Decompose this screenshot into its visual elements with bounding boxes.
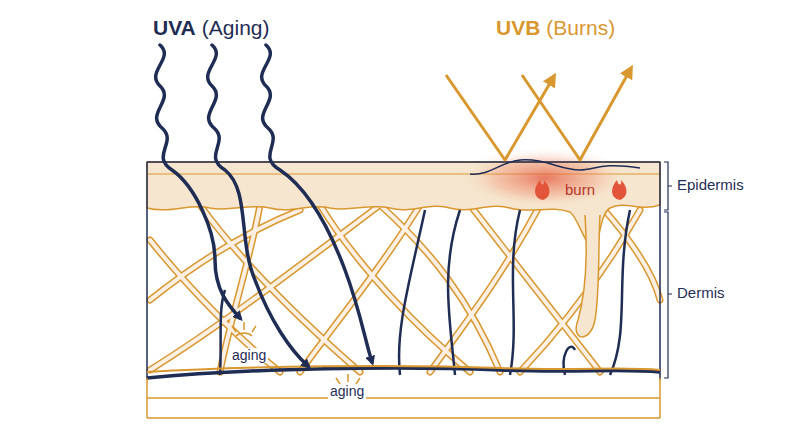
- ray-title: UVA: [153, 16, 196, 39]
- ray-subtitle: (Aging): [202, 16, 270, 39]
- ray-subtitle: (Burns): [546, 16, 615, 39]
- layer-name: Dermis: [677, 285, 725, 302]
- effect-label: aging: [328, 384, 366, 399]
- layer-name: Epidermis: [677, 177, 744, 194]
- ray-title: UVB: [496, 16, 540, 39]
- effect-label: aging: [230, 348, 268, 363]
- effect-label: burn: [563, 182, 597, 199]
